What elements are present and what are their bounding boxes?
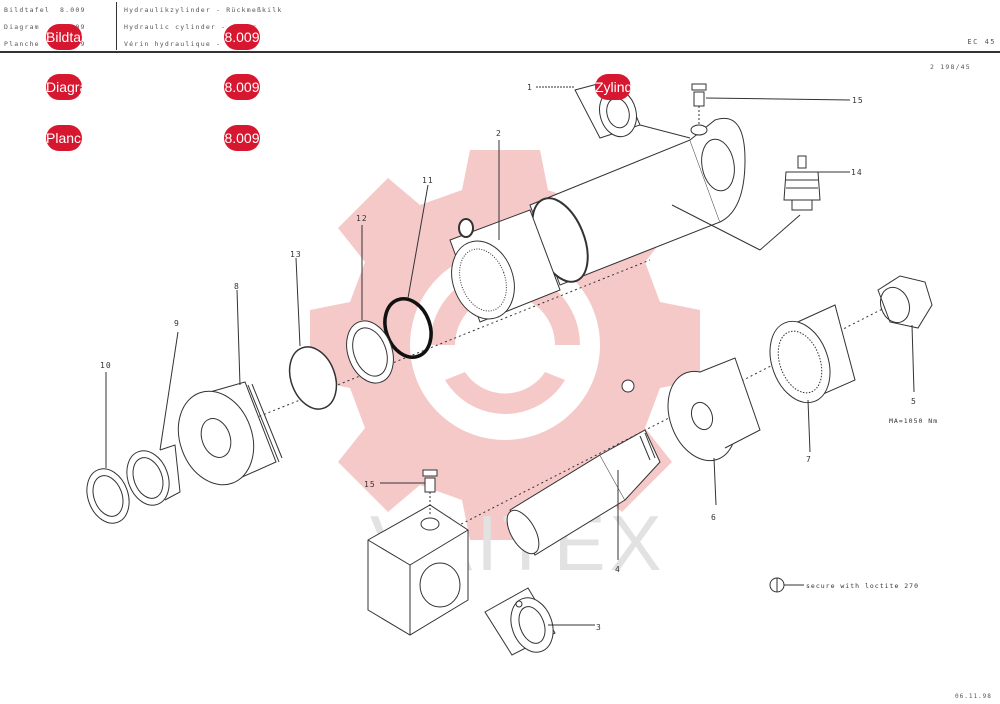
callout-5: 5: [911, 397, 917, 406]
header-label-de: Bildtafel: [4, 6, 51, 14]
callout-12: 12: [356, 214, 368, 223]
callout-4: 4: [615, 565, 621, 574]
callout-10: 10: [100, 361, 112, 370]
bushing-bottom: [484, 587, 595, 656]
hex-nut: [877, 275, 933, 393]
seal-ring: [346, 225, 394, 384]
grease-nipple-top: [690, 83, 851, 136]
header-divider: [116, 2, 117, 50]
bearing-bushing: [769, 304, 856, 453]
header-desc-fr: Vérin hydraulique - lame: [124, 40, 247, 48]
callout-15-bottom: 15: [364, 480, 376, 489]
piston-rod: [506, 379, 661, 560]
cylinder-head: [449, 209, 561, 323]
loctite-note: secure with loctite 270: [806, 582, 919, 590]
hotspot-bildtafel-number[interactable]: 8.009: [224, 24, 260, 50]
torque-note: MA=1050 Nm: [889, 417, 938, 425]
hotspot-diagram-number[interactable]: 8.009: [224, 74, 260, 100]
callout-11: 11: [422, 176, 434, 185]
header-rule: [0, 51, 1000, 53]
callout-6: 6: [711, 513, 717, 522]
callout-13: 13: [290, 250, 302, 259]
callout-2: 2: [496, 129, 502, 138]
callout-14: 14: [851, 168, 863, 177]
piston-nut-flange: [667, 357, 761, 506]
wiper-ring: [86, 372, 130, 524]
callout-7: 7: [806, 455, 812, 464]
hotspot-planche-number[interactable]: 8.009: [224, 125, 260, 151]
header-number-de: 8.009: [60, 6, 86, 14]
hotspot-cylinder[interactable]: Zylinder: [595, 74, 631, 100]
footer-date: 06.11.98: [955, 693, 992, 700]
breather-valve: [783, 155, 850, 211]
header-desc-de: Hydraulikzylinder - Rückmeßkilk: [124, 6, 283, 14]
hotspot-planche[interactable]: Planche: [46, 125, 82, 151]
rod-eye-block: [367, 504, 469, 636]
header-label-fr: Planche: [4, 40, 40, 48]
drawing-number: 2 198/45: [930, 63, 971, 71]
backup-ring: [288, 346, 338, 410]
piston: [177, 289, 283, 486]
bushing-top: [574, 77, 691, 139]
callout-1: 1: [527, 83, 533, 92]
callout-8: 8: [234, 282, 240, 291]
callout-3: 3: [596, 623, 602, 632]
cylinder-tube: [529, 118, 801, 286]
grease-nipple-bottom: [380, 469, 438, 515]
header-label-en: Diagram: [4, 23, 40, 31]
callout-9: 9: [174, 319, 180, 328]
hotspot-diagram[interactable]: Diagram: [46, 74, 82, 100]
model-code: EC 45: [967, 38, 996, 46]
callout-15-top: 15: [852, 96, 864, 105]
guide-ring: [126, 331, 181, 506]
o-ring-large: [383, 297, 433, 359]
hotspot-bildtafel[interactable]: Bildtafel: [46, 24, 82, 50]
header-desc-en: Hydraulic cylinder - dozer: [124, 23, 257, 31]
